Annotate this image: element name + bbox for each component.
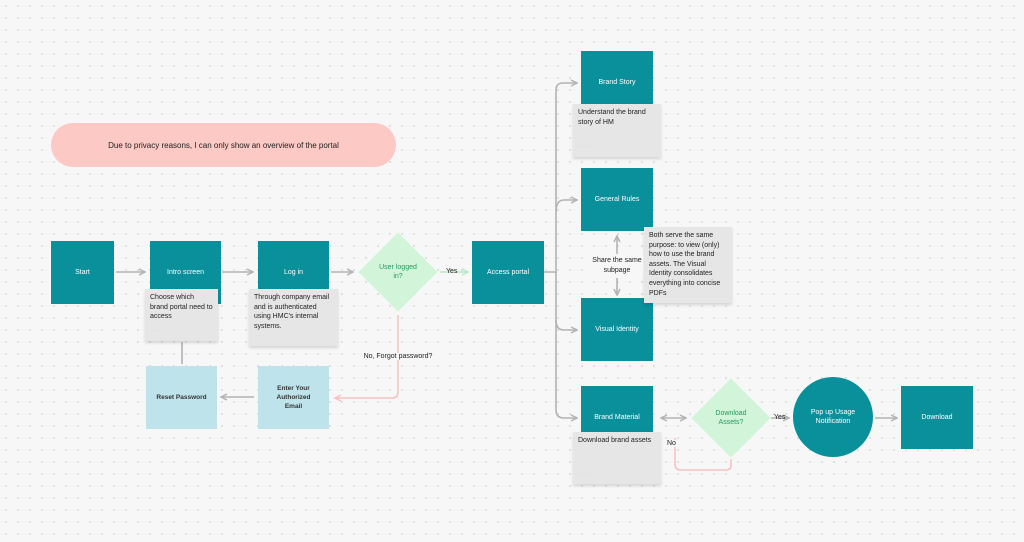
decision-label: Download Assets? [715, 410, 747, 426]
sticky-note-brand-material: Download brand assets · · · · · · · [573, 432, 661, 484]
user-logged-in-decision[interactable]: User logged in? [358, 232, 438, 312]
download-assets-decision[interactable]: Download Assets? [691, 378, 771, 458]
sticky-note-text: Understand the brand story of HM [578, 109, 646, 126]
edge-label-no-download: No [667, 440, 676, 447]
edge-label-yes-login: Yes [446, 268, 458, 275]
sticky-note-shared-purpose: Both serve the same purpose: to view (on… [644, 227, 732, 303]
decision-label: User logged in? [379, 264, 417, 280]
start-node[interactable]: Start [51, 241, 114, 304]
sticky-note-text: Through company email and is authenticat… [254, 294, 330, 330]
sticky-note-author: · · · · · · · [578, 144, 590, 149]
sticky-note-brand-story: Understand the brand story of HM · · · ·… [573, 104, 661, 157]
download-node[interactable]: Download [901, 386, 973, 449]
edge-access-visual-identity [555, 272, 577, 330]
sticky-note-text: Choose which brand portal need to access [150, 294, 213, 321]
sticky-note-author: · · · · · · · [649, 290, 661, 295]
access-portal-node[interactable]: Access portal [472, 241, 544, 304]
reset-password-node[interactable]: Reset Password [146, 366, 217, 429]
edge-access-general-rules [555, 200, 577, 213]
sticky-note-text: Both serve the same purpose: to view (on… [649, 232, 721, 297]
edge-access-brand-material [555, 320, 577, 418]
brand-story-node[interactable]: Brand Story [581, 51, 653, 114]
sticky-note-author: · · · · · · · [578, 471, 590, 476]
sticky-note-author: · · · · · · · [254, 333, 266, 338]
edge-label-forgot-password: No, Forgot password? [357, 353, 439, 360]
edge-label-share-subpage: Share the same subpage [591, 256, 643, 276]
sticky-note-text: Download brand assets [578, 437, 652, 444]
edge-label-yes-download: Yes [774, 414, 786, 421]
pop-up-usage-notification-node[interactable]: Pop up Usage Notification [793, 377, 873, 457]
sticky-note-intro: Choose which brand portal need to access… [145, 289, 218, 341]
sticky-note-login: Through company email and is authenticat… [249, 289, 338, 346]
privacy-banner: Due to privacy reasons, I can only show … [51, 123, 396, 167]
sticky-note-author: · · · · · · · [150, 328, 162, 333]
enter-authorized-email-node[interactable]: Enter Your Authorized Email [258, 366, 329, 429]
general-rules-node[interactable]: General Rules [581, 168, 653, 231]
visual-identity-node[interactable]: Visual Identity [581, 298, 653, 361]
